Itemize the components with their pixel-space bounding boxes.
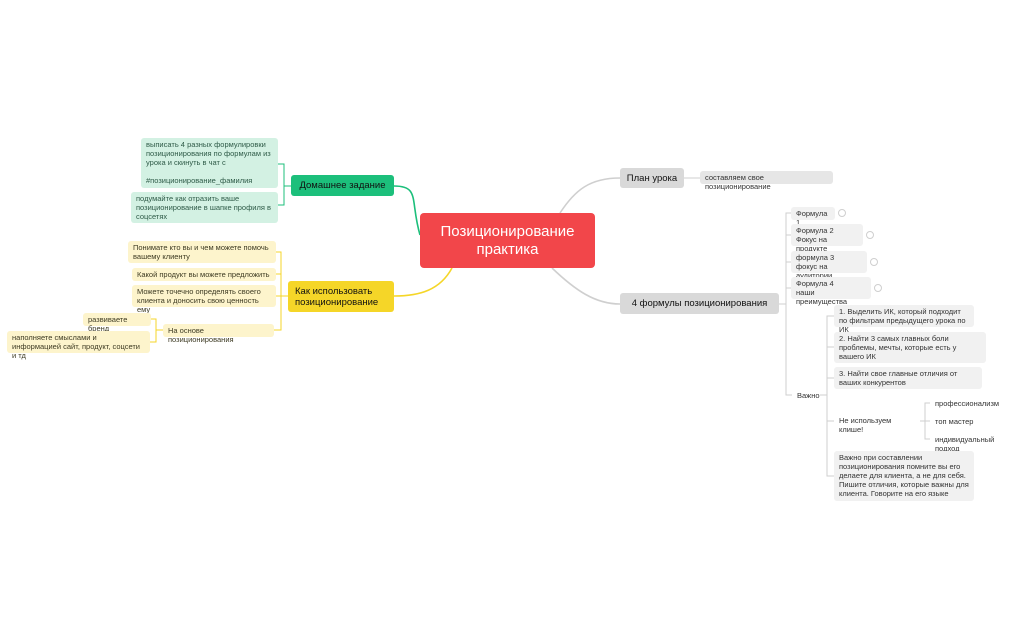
topic-formulas-label: 4 формулы позиционирования [631, 298, 768, 309]
link-central-formulas [551, 267, 621, 305]
plan-item-1[interactable]: составляем свое позиционирование [700, 171, 833, 191]
topic-homework-label: Домашнее задание [299, 180, 386, 191]
cliche-item-1[interactable]: профессионализм [935, 399, 1000, 408]
central-topic[interactable]: Позиционирование практика [420, 213, 595, 268]
usage-item-3[interactable]: Можете точечно определять своего клиента… [132, 285, 276, 314]
usage-item-4-sub-2[interactable]: наполняете смыслами и информацией сайт, … [7, 331, 150, 360]
cliche-topic[interactable]: Не используем клише! [839, 416, 892, 434]
important-topic[interactable]: Важно [797, 391, 820, 400]
topic-homework[interactable]: Домашнее задание [291, 175, 394, 196]
cliche-item-3[interactable]: индивидуальный подход [935, 435, 995, 453]
topic-usage-label: Как использовать позиционирование [295, 285, 379, 308]
usage-item-2[interactable]: Какой продукт вы можете предложить [132, 268, 276, 281]
usage-item-4[interactable]: На основе позиционирования [163, 324, 274, 344]
formula-4[interactable]: Формула 4 наши преимущества [791, 277, 871, 306]
central-title-line2: практика [476, 240, 539, 258]
link-central-plan [559, 177, 621, 214]
cliche-item-2[interactable]: топ мастер [935, 417, 974, 426]
important-point-3[interactable]: 3. Найти свое главные отличия от ваших к… [834, 367, 982, 389]
formula-1[interactable]: Формула 1 [791, 207, 835, 227]
formula-4-note-icon[interactable] [874, 284, 882, 292]
important-point-5[interactable]: Важно при составлении позиционирования п… [834, 451, 974, 501]
homework-task-2[interactable]: подумайте как отразить ваше позициониров… [131, 192, 278, 223]
topic-plan[interactable]: План урока [620, 168, 684, 188]
topic-plan-label: План урока [626, 172, 678, 184]
usage-item-4-sub-1[interactable]: развиваете бренд [83, 313, 151, 333]
formula-2[interactable]: Формула 2 Фокус на продукте [791, 224, 863, 253]
formula-1-note-icon[interactable] [838, 209, 846, 217]
important-point-1[interactable]: 1. Выделить ИК, который подходит по филь… [834, 305, 974, 334]
formula-2-note-icon[interactable] [866, 231, 874, 239]
homework-task-1[interactable]: выписать 4 разных формулировки позициони… [141, 138, 278, 188]
usage-item-1[interactable]: Понимате кто вы и чем можете помочь ваше… [128, 241, 276, 263]
link-central-homework [393, 185, 421, 236]
central-title-line1: Позиционирование [440, 222, 575, 240]
link-central-usage [393, 267, 453, 297]
topic-formulas[interactable]: 4 формулы позиционирования [620, 293, 779, 314]
important-point-2[interactable]: 2. Найти 3 самых главных боли проблемы, … [834, 332, 986, 363]
formula-3-note-icon[interactable] [870, 258, 878, 266]
topic-usage[interactable]: Как использовать позиционирование [288, 281, 394, 312]
formula-3[interactable]: формула 3 фокус на аудитории [791, 251, 867, 280]
